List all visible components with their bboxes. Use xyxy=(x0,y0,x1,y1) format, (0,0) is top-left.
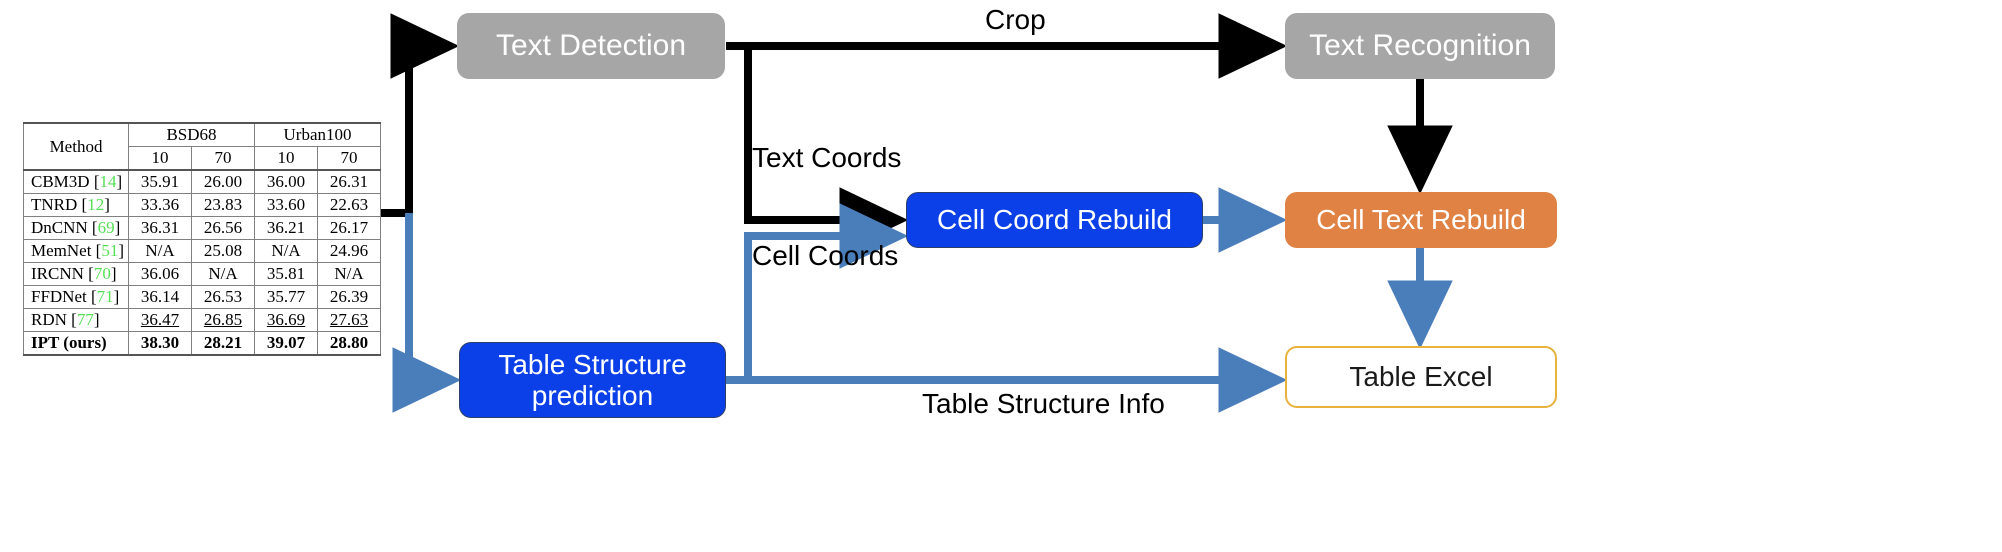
node-table-excel[interactable]: Table Excel xyxy=(1285,346,1557,408)
edge-label-crop: Crop xyxy=(985,4,1046,35)
subheader-urban100-70: 70 xyxy=(317,146,382,171)
cell-value: 36.00 xyxy=(254,169,319,195)
psnr-table: Method BSD68 Urban100 10 70 10 70 CBM3D … xyxy=(22,121,382,357)
cell-value: 36.21 xyxy=(254,216,319,241)
cell-method: RDN [77] xyxy=(22,308,130,333)
cell-value: 36.47 xyxy=(128,308,193,333)
cell-value: 26.53 xyxy=(191,285,256,310)
edge-label-cell-coords: Cell Coords xyxy=(752,240,899,271)
reference-number: 77 xyxy=(76,310,94,330)
subheader-urban100-10: 10 xyxy=(254,146,319,171)
cell-value: N/A xyxy=(191,262,256,287)
edge-label-text-coords: Text Coords xyxy=(752,142,902,173)
cell-value: 36.69 xyxy=(254,308,319,333)
cell-value: 33.60 xyxy=(254,193,319,218)
edge-label-table-structure-info: Table Structure Info xyxy=(922,388,1165,419)
table-group-header-row: Method BSD68 Urban100 xyxy=(22,121,382,171)
cell-value: 26.17 xyxy=(317,216,382,241)
reference-number: 51 xyxy=(101,241,119,261)
cell-value: 22.63 xyxy=(317,193,382,218)
cell-value: 35.91 xyxy=(128,169,193,195)
table-subheader-row: 10 70 10 70 xyxy=(24,146,382,171)
cell-value: 36.06 xyxy=(128,262,193,287)
header-method: Method xyxy=(22,121,130,171)
cell-value: 35.81 xyxy=(254,262,319,287)
node-text-detection[interactable]: Text Detection xyxy=(457,13,725,79)
subheader-bsd68-70: 70 xyxy=(191,146,256,171)
cell-value: N/A xyxy=(128,239,193,264)
cell-method: MemNet [51] xyxy=(22,239,130,264)
cell-method: DnCNN [69] xyxy=(22,216,130,241)
cell-value: 26.31 xyxy=(317,169,382,195)
cell-value: 28.80 xyxy=(317,331,382,357)
cell-value: 35.77 xyxy=(254,285,319,310)
reference-number: 12 xyxy=(87,195,105,215)
cell-value: 38.30 xyxy=(128,331,193,357)
cell-value: 26.85 xyxy=(191,308,256,333)
cell-value: 23.83 xyxy=(191,193,256,218)
cell-value: 26.00 xyxy=(191,169,256,195)
table-header: Method BSD68 Urban100 10 70 10 70 xyxy=(22,121,382,171)
cell-value: 27.63 xyxy=(317,308,382,333)
cell-method: CBM3D [14] xyxy=(22,169,130,195)
cell-value: 26.39 xyxy=(317,285,382,310)
cell-value: 36.14 xyxy=(128,285,193,310)
reference-number: 71 xyxy=(96,287,114,307)
node-cell-text-rebuild[interactable]: Cell Text Rebuild xyxy=(1285,192,1557,248)
reference-number: 69 xyxy=(97,218,115,238)
cell-method: FFDNet [71] xyxy=(22,285,130,310)
node-cell-coord-rebuild[interactable]: Cell Coord Rebuild xyxy=(906,192,1203,248)
node-table-structure-prediction[interactable]: Table Structure prediction xyxy=(459,342,726,418)
cell-value: 25.08 xyxy=(191,239,256,264)
cell-method: IPT (ours) xyxy=(22,331,130,357)
input-table-image: Method BSD68 Urban100 10 70 10 70 CBM3D … xyxy=(22,121,382,357)
edge-detection-to-cellcoord xyxy=(744,46,909,253)
cell-value: 26.56 xyxy=(191,216,256,241)
edge-table-to-detection xyxy=(370,13,460,217)
header-urban100: Urban100 xyxy=(254,122,382,148)
cell-value: 24.96 xyxy=(317,239,382,264)
cell-value: 28.21 xyxy=(191,331,256,357)
cell-value: N/A xyxy=(317,262,382,287)
header-bsd68: BSD68 xyxy=(128,122,256,148)
cell-value: 33.36 xyxy=(128,193,193,218)
node-text-recognition[interactable]: Text Recognition xyxy=(1285,13,1555,79)
reference-number: 14 xyxy=(99,172,117,192)
cell-value: N/A xyxy=(254,239,319,264)
cell-value: 36.31 xyxy=(128,216,193,241)
cell-value: 39.07 xyxy=(254,331,319,357)
subheader-bsd68-10: 10 xyxy=(128,146,193,171)
reference-number: 70 xyxy=(93,264,111,284)
cell-method: TNRD [12] xyxy=(22,193,130,218)
edge-table-to-tablestructure xyxy=(392,213,462,413)
cell-method: IRCNN [70] xyxy=(22,262,130,287)
